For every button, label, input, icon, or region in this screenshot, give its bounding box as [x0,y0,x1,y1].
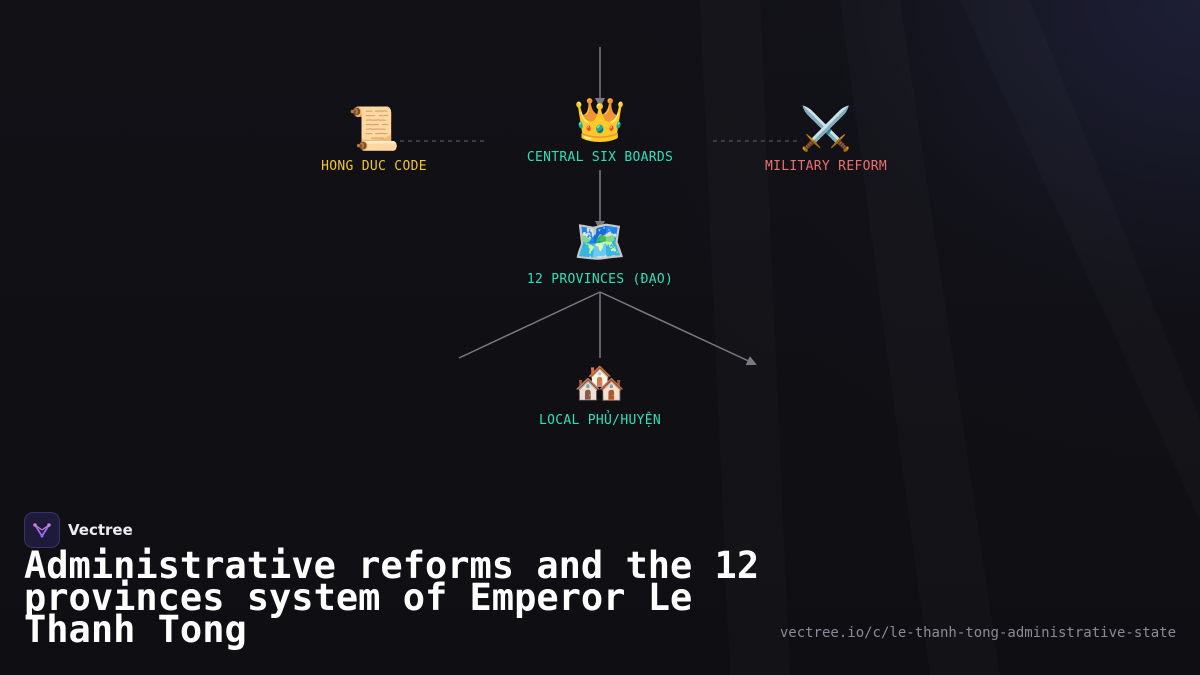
edge-provinces-branch-left [458,291,601,359]
crossed-swords-icon: ⚔️ [799,104,853,153]
page-title: Administrative reforms and the 12 provin… [24,544,760,651]
scroll-icon: 📜 [347,104,401,153]
node-label: MILITARY REFORM [765,159,887,174]
source-url[interactable]: vectree.io/c/le-thanh-tong-administrativ… [779,625,1176,641]
node-12-provinces: 🗺️ 12 PROVINCES (ĐẠO) [526,217,674,288]
node-military-reform: ⚔️ MILITARY REFORM [765,104,887,175]
edge-provinces-branch-right [599,291,757,366]
node-central-six-boards: 👑 CENTRAL SIX BOARDS [526,95,674,166]
node-label: HONG DUC CODE [321,159,427,174]
node-hong-duc-code: 📜 HONG DUC CODE [321,104,427,175]
world-map-icon: 🗺️ [573,217,627,266]
houses-icon: 🏘️ [573,358,627,407]
node-label: 12 PROVINCES (ĐẠO) [526,272,674,287]
crown-icon: 👑 [573,95,627,144]
brand: Vectree [24,512,133,548]
brand-name: Vectree [68,521,133,539]
node-label: CENTRAL SIX BOARDS [526,150,674,165]
vectree-logo-icon [24,512,60,548]
node-local-phu-huyen: 🏘️ LOCAL PHỦ/HUYỆN [539,358,661,429]
node-label: LOCAL PHỦ/HUYỆN [539,413,661,428]
